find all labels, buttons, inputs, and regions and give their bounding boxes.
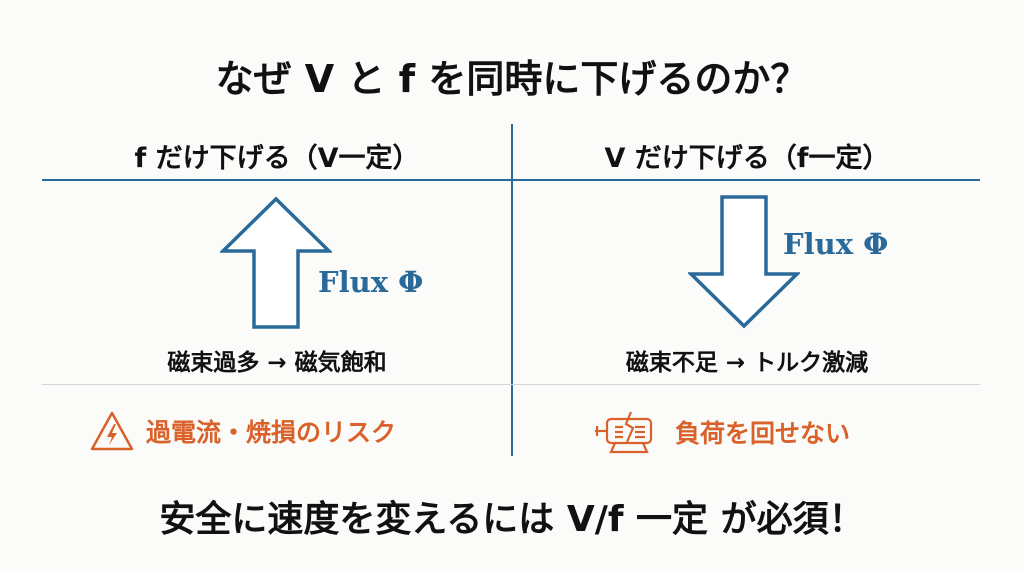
right-risk: 負荷を回せない xyxy=(593,410,850,454)
left-column-header: f だけ下げる（V一定） xyxy=(134,143,420,174)
right-flux-label: Flux Φ xyxy=(783,227,889,261)
right-effect: 磁束不足 → トルク激減 xyxy=(625,350,869,376)
flux-up-arrow-icon xyxy=(220,196,332,329)
left-risk-text: 過電流・焼損のリスク xyxy=(146,418,397,447)
slide-title: なぜ V と f を同時に下げるのか？ xyxy=(215,57,809,101)
left-effect: 磁束過多 → 磁気飽和 xyxy=(167,350,387,376)
broken-motor-icon xyxy=(595,411,653,454)
left-risk: 過電流・焼損のリスク xyxy=(90,410,396,452)
flux-down-arrow-icon xyxy=(688,195,800,329)
right-column-header: V だけ下げる（f一定） xyxy=(604,143,890,174)
warning-lightning-icon xyxy=(90,411,134,451)
right-risk-text: 負荷を回せない xyxy=(675,419,851,448)
left-flux-label: Flux Φ xyxy=(318,265,424,299)
column-divider xyxy=(511,124,513,456)
conclusion: 安全に速度を変えるには V/f 一定 が必須！ xyxy=(159,499,865,540)
row-divider xyxy=(42,384,980,385)
